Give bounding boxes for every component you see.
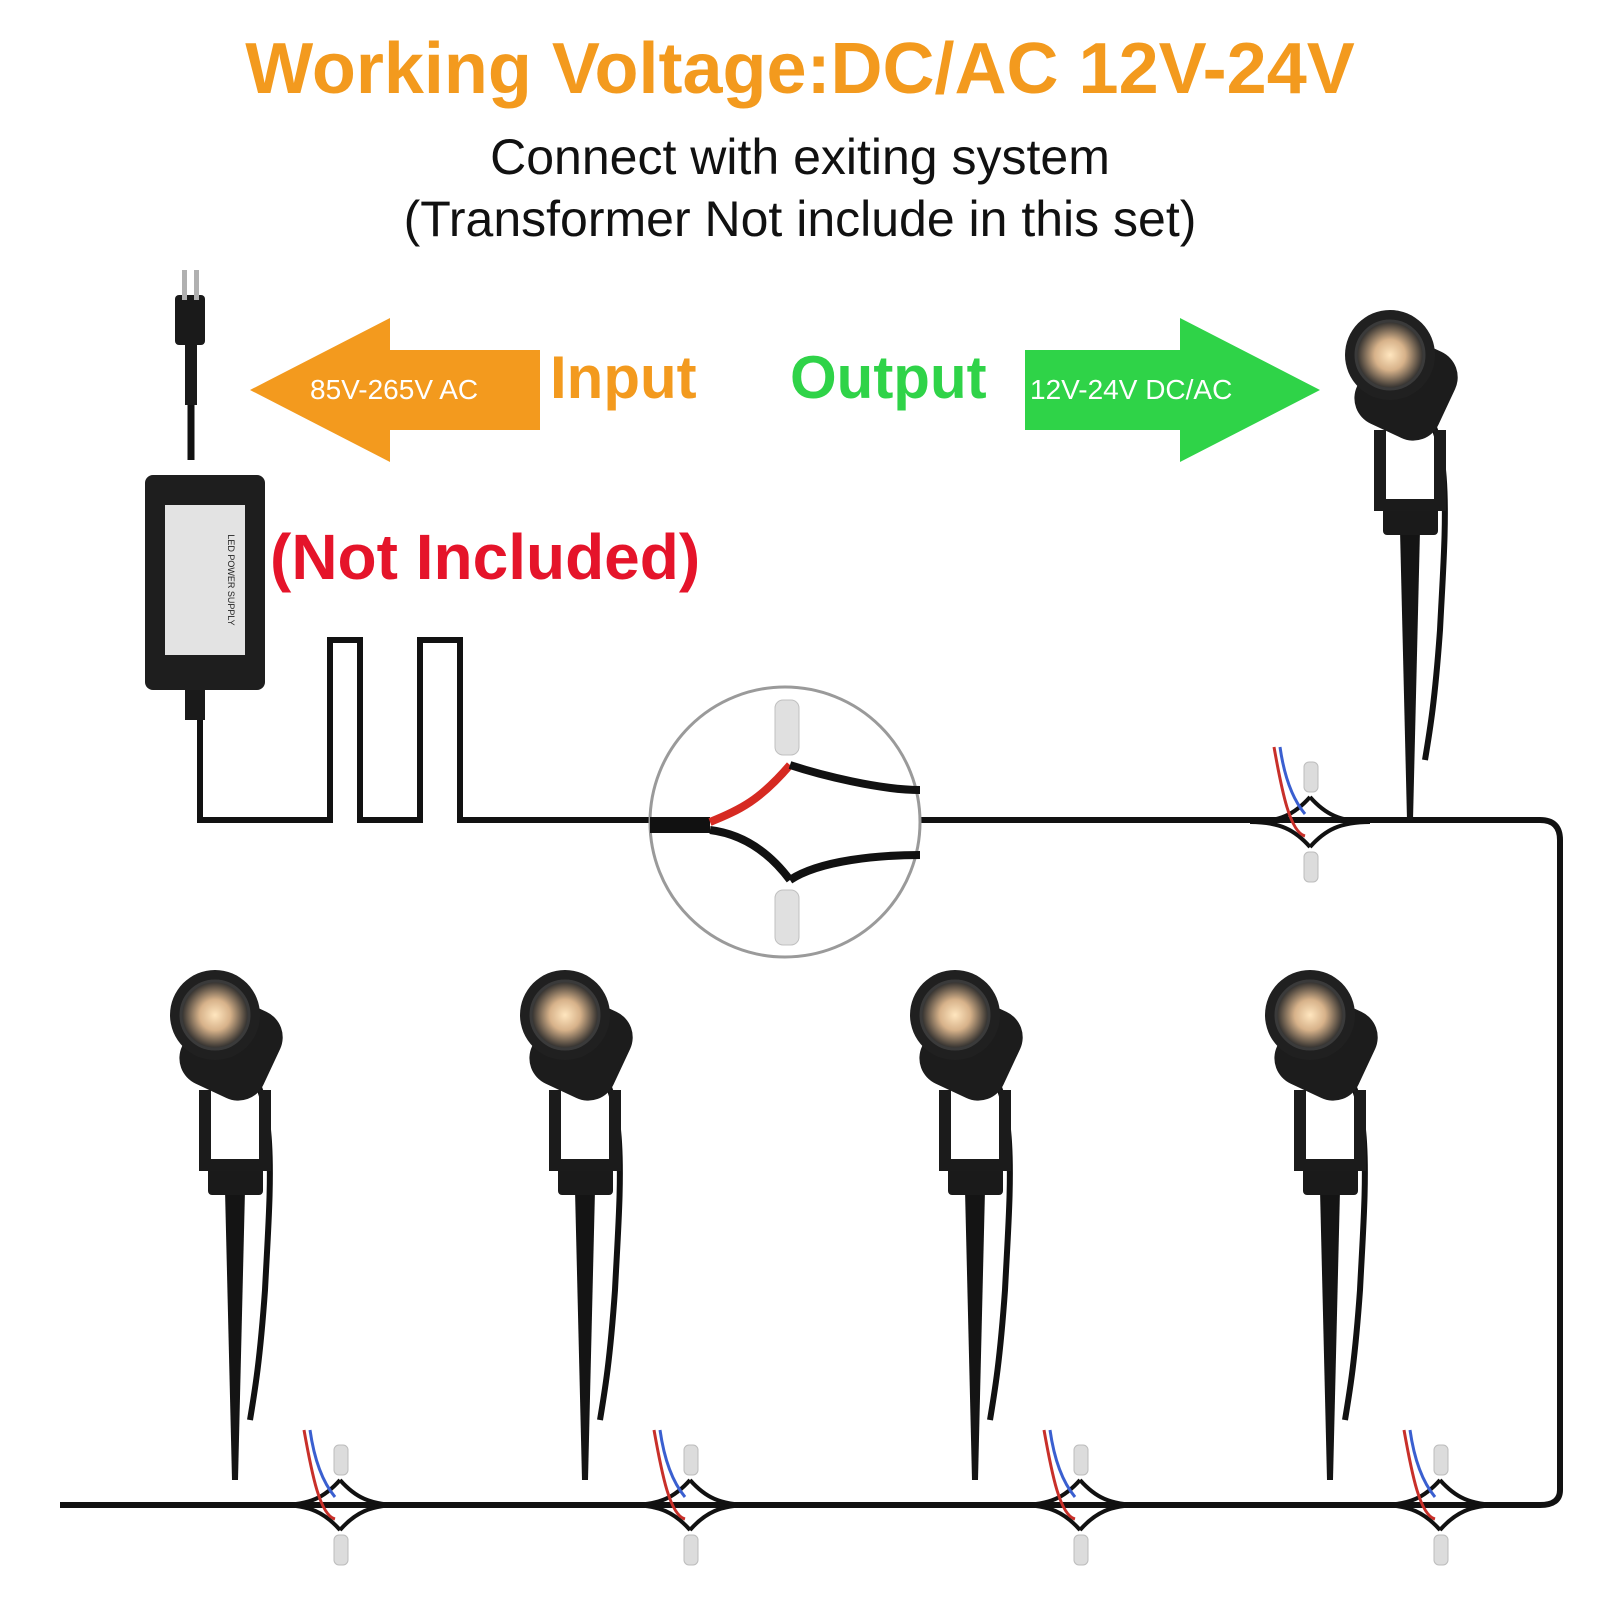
subtitle-line-1: Connect with exiting system xyxy=(490,129,1110,185)
spotlight-4 xyxy=(910,970,1032,1480)
spotlight-1 xyxy=(1345,310,1467,820)
connector-4 xyxy=(1018,1428,1142,1567)
input-label: Input xyxy=(550,344,697,411)
output-arrow xyxy=(1025,318,1320,462)
splice-detail xyxy=(648,685,922,959)
input-voltage: 85V-265V AC xyxy=(310,374,479,405)
transformer-label: LED POWER SUPPLY xyxy=(226,534,236,625)
connector-5 xyxy=(1378,1428,1502,1567)
spotlight-2 xyxy=(170,970,292,1480)
plug-icon xyxy=(175,270,205,460)
page-title: Working Voltage:DC/AC 12V-24V xyxy=(245,29,1355,109)
input-arrow xyxy=(250,318,540,462)
not-included-label: (Not Included) xyxy=(270,521,701,593)
connector-3 xyxy=(628,1428,752,1567)
connector-2 xyxy=(278,1428,402,1567)
main-cable xyxy=(60,637,1563,1508)
spotlight-5 xyxy=(1265,970,1387,1480)
output-voltage: 12V-24V DC/AC xyxy=(1030,374,1233,405)
transformer-icon: LED POWER SUPPLY xyxy=(145,475,265,720)
subtitle-line-2: (Transformer Not include in this set) xyxy=(403,191,1197,247)
spotlight-3 xyxy=(520,970,642,1480)
connector-1 xyxy=(1248,745,1372,884)
output-label: Output xyxy=(790,344,987,411)
